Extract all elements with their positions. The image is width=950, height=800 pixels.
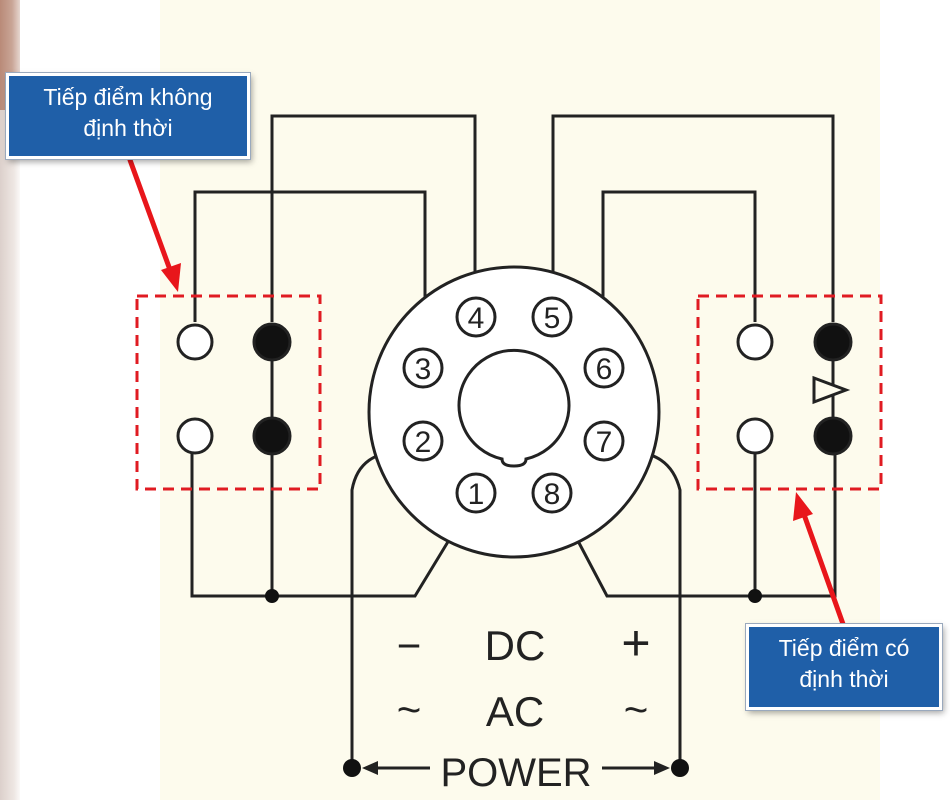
power-terminal-left [343,759,361,777]
junction-dot-right [748,589,762,603]
non-timed-contact-box [135,294,322,491]
power-label: POWER [440,751,591,795]
plus-sign: + [621,615,650,671]
pin-4-label: 4 [468,302,485,335]
pin-1-label: 1 [468,478,485,511]
minus-sign: − [397,622,422,669]
junction-dot-left [265,589,279,603]
arrow-to-timed [798,503,846,627]
wire-pin6 [601,190,757,345]
callout-non-timed-contact: Tiếp điểm không định thời [6,73,250,159]
terminal-filled-right-top [813,322,853,362]
terminal-filled-left-top [252,322,292,362]
terminal-open-left-top [176,323,214,361]
power-arrowhead-right [654,761,670,775]
terminal-open-right-top [736,323,774,361]
ac-label: AC [486,688,544,735]
callout-timed-line2: định thời [799,666,889,692]
background-edge [0,0,20,800]
power-arrowhead-left [362,761,378,775]
terminal-open-left-bottom [176,417,214,455]
timed-contact-icon [812,375,851,405]
wire-pin8 [566,452,837,598]
arrowhead-timed [793,492,813,521]
dc-label: DC [485,622,546,669]
wire-pin5 [551,114,835,322]
callout-timed-contact: Tiếp điểm có định thời [746,624,942,710]
pin-6-label: 6 [596,353,613,386]
tilde-right: ~ [624,686,649,733]
pin-7-label: 7 [596,426,613,459]
pin-2-label: 2 [415,426,432,459]
timed-contact-box [696,294,883,491]
pin-6 [583,347,625,389]
pin-3-label: 3 [415,353,432,386]
wire-pin3 [193,190,427,345]
power-terminal-right [671,759,689,777]
pin-7 [583,420,625,462]
pin-5 [531,296,573,338]
terminal-filled-right-bottom [813,416,853,456]
terminal-open-right-bottom [736,417,774,455]
pin-5-label: 5 [544,302,561,335]
callout-non-timed-line2: định thời [83,115,173,141]
callout-non-timed-line1: Tiếp điểm không [43,84,213,110]
callout-timed-line1: Tiếp điểm có [778,635,910,661]
pin-3 [402,347,444,389]
socket-center-key [457,348,571,468]
terminal-filled-left-bottom [252,416,292,456]
pin-2 [402,420,444,462]
arrow-to-non-timed [127,157,176,281]
wire-pin4 [270,114,477,322]
pin-4 [455,296,497,338]
pin-8 [531,472,573,514]
pin-1 [455,472,497,514]
wire-pin1 [190,452,462,598]
arrowhead-non-timed [161,263,181,292]
tilde-left: ~ [397,686,422,733]
pin-8-label: 8 [544,478,561,511]
